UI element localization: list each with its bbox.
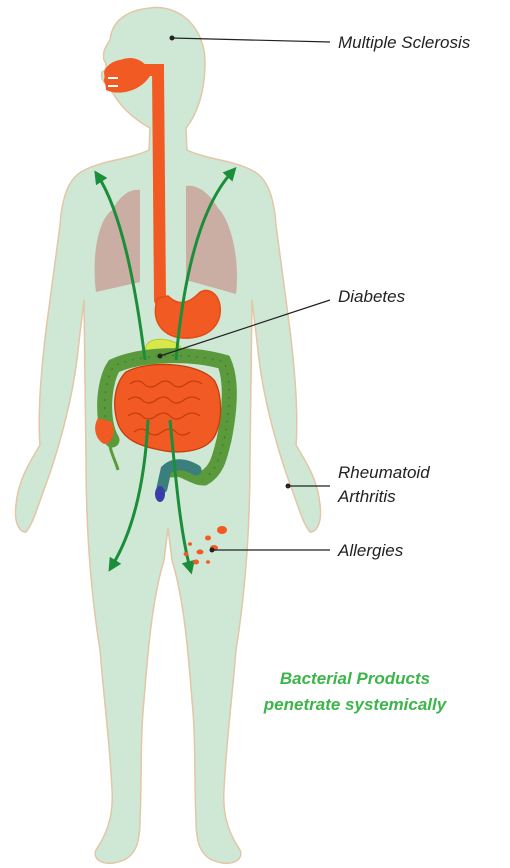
allergy-spot [197, 550, 204, 555]
allergy-spot [184, 552, 189, 556]
allergy-spot [217, 526, 227, 534]
label-diabetes: Diabetes [338, 287, 406, 306]
label-rheumatoid: Rheumatoid [338, 463, 430, 482]
small-intestine [115, 364, 221, 451]
label-multiple-sclerosis: Multiple Sclerosis [338, 33, 471, 52]
leader-dot-multiple-sclerosis [170, 36, 175, 41]
caption-line-1: Bacterial Products [280, 669, 430, 688]
label-allergies: Allergies [337, 541, 404, 560]
allergy-spot [205, 536, 211, 541]
caption-line-2: penetrate systemically [263, 695, 448, 714]
leader-dot-diabetes [158, 354, 163, 359]
allergy-spot [206, 560, 210, 564]
leader-dot-rheumatoid-arthritis [286, 484, 291, 489]
leader-dot-allergies [210, 548, 215, 553]
label-arthritis: Arthritis [337, 487, 396, 506]
allergy-spot [193, 560, 199, 565]
anus [155, 486, 165, 502]
allergy-spot [188, 542, 192, 546]
